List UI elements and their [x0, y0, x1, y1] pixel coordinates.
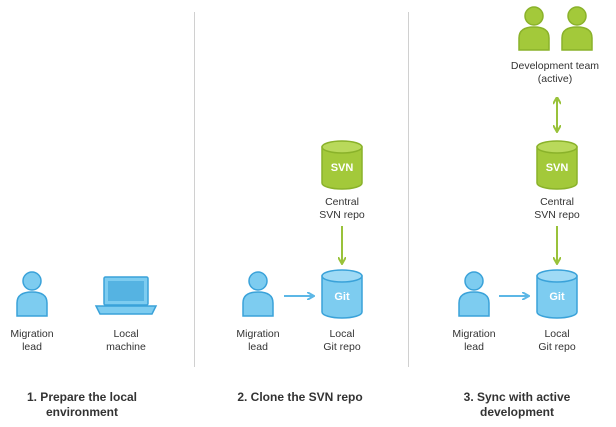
development-team-person-icon [561, 6, 593, 51]
development-team-label: Development team (active) [510, 60, 600, 85]
migration-lead-label: Migration lead [236, 328, 280, 353]
migration-lead-label: Migration lead [452, 328, 496, 353]
panel-divider [408, 12, 409, 367]
panel-divider [194, 12, 195, 367]
migration-lead-person-icon [16, 271, 48, 317]
local-machine-label: Local machine [106, 328, 146, 353]
git-cylinder-text: Git [549, 291, 565, 303]
git-repo-cylinder-icon: Git [536, 269, 578, 319]
git-cylinder-text: Git [334, 291, 350, 303]
step-1-title: 1. Prepare the local environment [26, 390, 138, 419]
svn-cylinder-text: SVN [546, 162, 569, 174]
step-2-title: 2. Clone the SVN repo [237, 390, 363, 404]
svn-repo-cylinder-icon: SVN [321, 140, 363, 190]
laptop-icon [94, 276, 158, 315]
development-team-person-icon [518, 6, 550, 51]
central-svn-repo-label: Central SVN repo [534, 196, 580, 221]
migration-lead-label: Migration lead [10, 328, 54, 353]
local-git-repo-label: Local Git repo [323, 328, 361, 353]
svn-cylinder-text: SVN [331, 162, 354, 174]
svn-repo-cylinder-icon: SVN [536, 140, 578, 190]
central-svn-repo-label: Central SVN repo [319, 196, 365, 221]
local-git-repo-label: Local Git repo [538, 328, 576, 353]
step-3-title: 3. Sync with active development [463, 390, 571, 419]
migration-lead-person-icon [242, 271, 274, 317]
migration-lead-person-icon [458, 271, 490, 317]
git-repo-cylinder-icon: Git [321, 269, 363, 319]
